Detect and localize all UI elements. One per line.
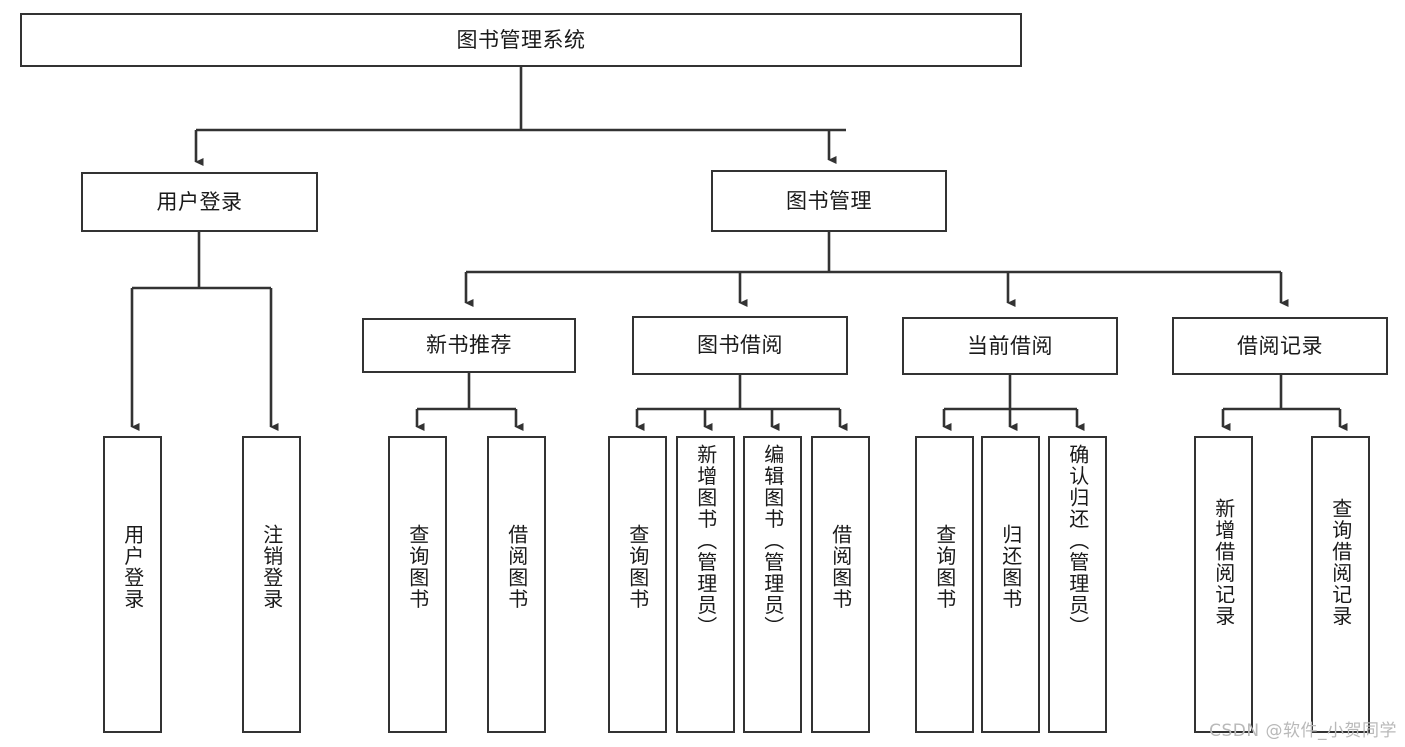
leaf-query-book-1[interactable]: 查询图书 xyxy=(388,436,447,733)
leaf-query-book-3[interactable]: 查询图书 xyxy=(915,436,974,733)
csdn-watermark: CSDN @软件_小贺同学 xyxy=(1209,721,1397,741)
node-root[interactable]: 图书管理系统 xyxy=(20,13,1022,67)
leaf-borrow-book-2[interactable]: 借阅图书 xyxy=(811,436,870,733)
leaf-borrow-book-1-label: 借阅图书 xyxy=(504,524,529,610)
node-book-borrow-label: 图书借阅 xyxy=(697,333,783,358)
node-root-label: 图书管理系统 xyxy=(456,27,586,52)
leaf-confirm-return[interactable]: 确认归还（管理员） xyxy=(1048,436,1107,733)
node-book-borrow[interactable]: 图书借阅 xyxy=(632,316,848,375)
leaf-query-record[interactable]: 查询借阅记录 xyxy=(1311,436,1370,733)
leaf-edit-book-label: 编辑图书（管理员） xyxy=(760,444,785,638)
node-borrow-record[interactable]: 借阅记录 xyxy=(1172,317,1388,375)
node-book-manage[interactable]: 图书管理 xyxy=(711,170,947,232)
leaf-query-record-label: 查询借阅记录 xyxy=(1328,498,1353,627)
leaf-edit-book[interactable]: 编辑图书（管理员） xyxy=(743,436,802,733)
leaf-add-record-label: 新增借阅记录 xyxy=(1211,498,1236,627)
leaf-query-book-2[interactable]: 查询图书 xyxy=(608,436,667,733)
leaf-borrow-book-2-label: 借阅图书 xyxy=(828,524,853,610)
node-new-book-rec-label: 新书推荐 xyxy=(426,333,512,358)
leaf-return-book-label: 归还图书 xyxy=(998,524,1023,610)
leaf-query-book-3-label: 查询图书 xyxy=(932,524,957,610)
leaf-user-login-label: 用户登录 xyxy=(120,524,145,610)
leaf-logout-label: 注销登录 xyxy=(259,524,284,610)
leaf-add-book[interactable]: 新增图书（管理员） xyxy=(676,436,735,733)
leaf-add-record[interactable]: 新增借阅记录 xyxy=(1194,436,1253,733)
node-current-borrow[interactable]: 当前借阅 xyxy=(902,317,1118,375)
node-user-login-label: 用户登录 xyxy=(156,189,243,214)
leaf-borrow-book-1[interactable]: 借阅图书 xyxy=(487,436,546,733)
leaf-query-book-1-label: 查询图书 xyxy=(405,524,430,610)
node-current-borrow-label: 当前借阅 xyxy=(967,333,1053,358)
leaf-query-book-2-label: 查询图书 xyxy=(625,524,650,610)
node-book-manage-label: 图书管理 xyxy=(786,188,872,213)
node-user-login[interactable]: 用户登录 xyxy=(81,172,318,232)
leaf-logout[interactable]: 注销登录 xyxy=(242,436,301,733)
leaf-user-login[interactable]: 用户登录 xyxy=(103,436,162,733)
node-borrow-record-label: 借阅记录 xyxy=(1237,333,1323,358)
leaf-return-book[interactable]: 归还图书 xyxy=(981,436,1040,733)
leaf-confirm-return-label: 确认归还（管理员） xyxy=(1065,444,1090,638)
node-new-book-rec[interactable]: 新书推荐 xyxy=(362,318,576,373)
leaf-add-book-label: 新增图书（管理员） xyxy=(693,444,718,638)
